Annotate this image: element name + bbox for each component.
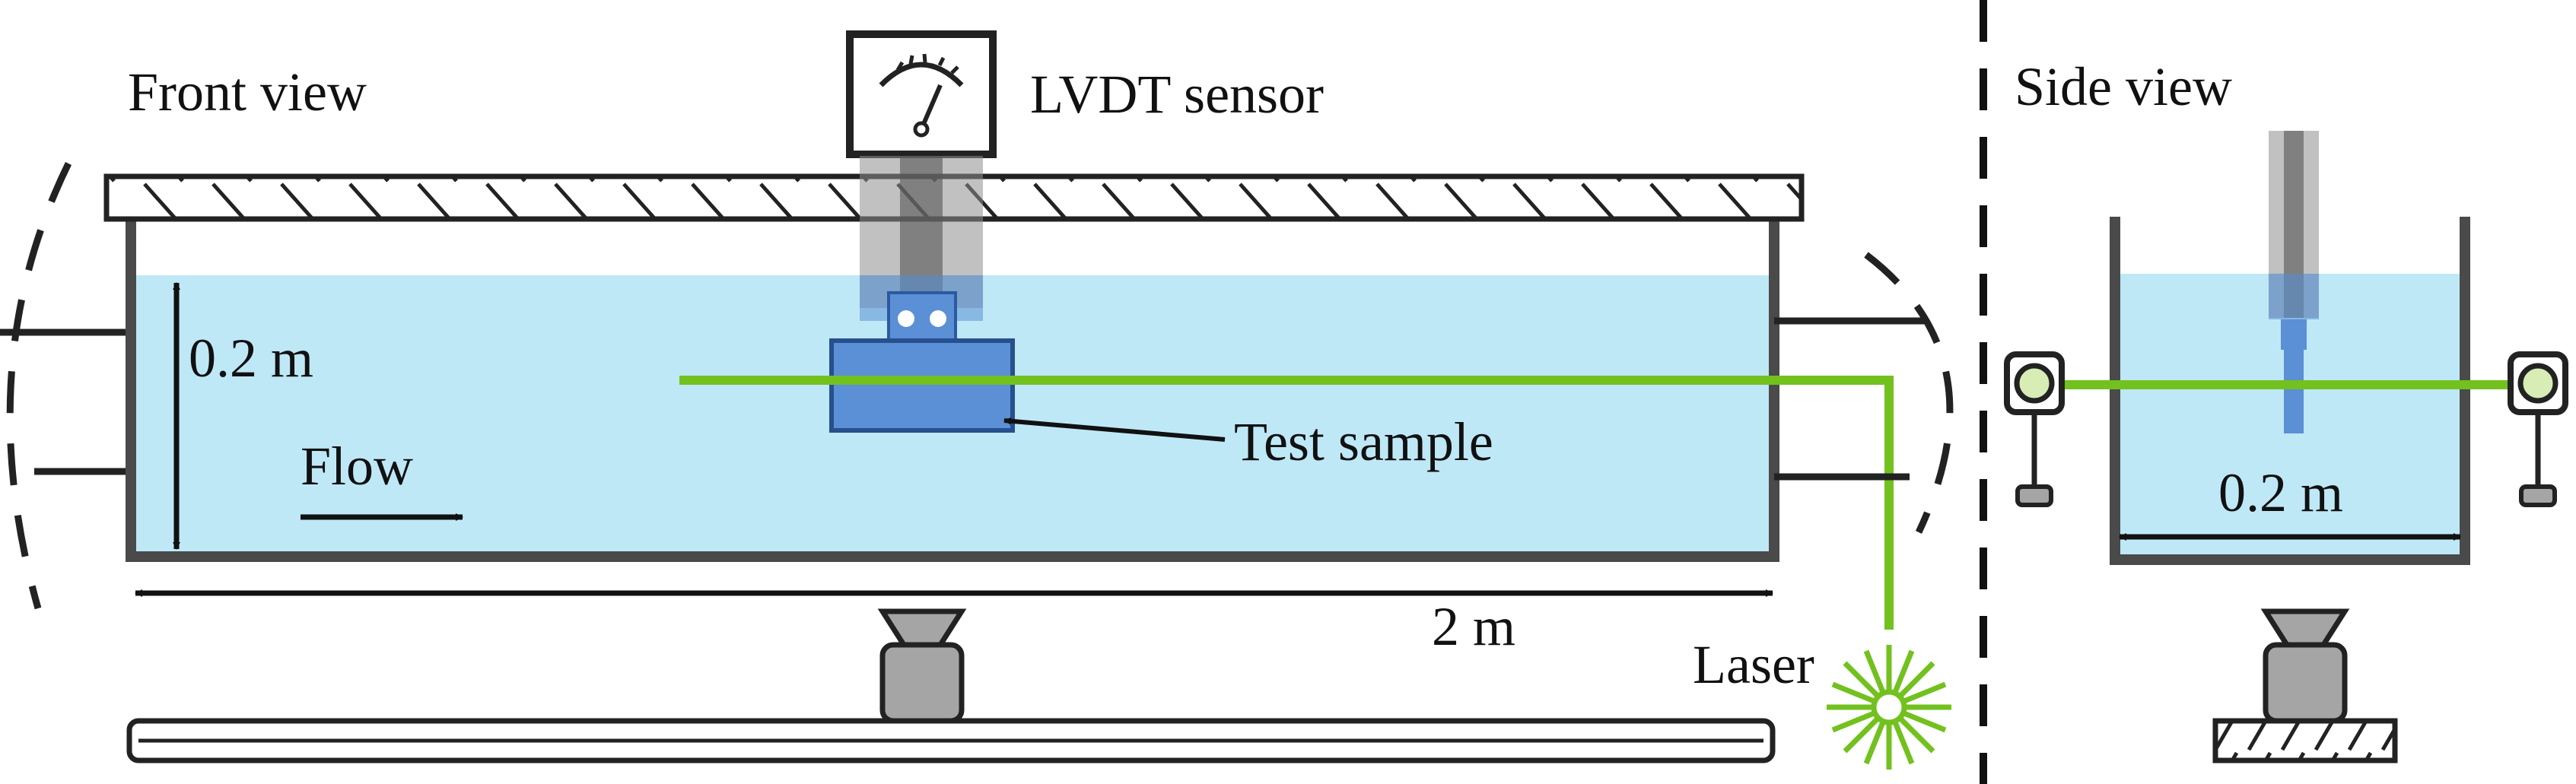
side-laser-emitter-left	[2004, 351, 2065, 507]
side-sample-holder	[2269, 274, 2319, 319]
test-sample-block	[829, 338, 1015, 433]
width-label: 0.2 m	[2218, 462, 2343, 523]
side-test-sample	[2284, 350, 2304, 433]
test-sample-label: Test sample	[1234, 411, 1493, 472]
test-sample-pointer	[1003, 417, 1226, 442]
flow-label: Flow	[301, 436, 413, 497]
front-view-label: Front view	[128, 62, 367, 122]
gauge-icon	[879, 53, 964, 138]
side-laser-emitter-right	[2508, 351, 2568, 507]
flume-tank	[126, 221, 1779, 562]
laser-label: Laser	[1693, 634, 1814, 695]
side-view-label: Side view	[2015, 56, 2232, 117]
right-dashed-arc	[1864, 252, 1954, 534]
left-dashed-arc	[6, 162, 72, 610]
laser-burst-icon	[1827, 645, 1951, 770]
side-sample-clamp	[2281, 319, 2307, 350]
clamp-bolt-left	[898, 310, 914, 327]
length-label: 2 m	[1432, 596, 1515, 657]
side-camera-icon	[2260, 608, 2350, 724]
camera-icon	[877, 608, 967, 724]
clamp-bolt-right	[930, 310, 946, 327]
side-camera-base	[2212, 718, 2398, 763]
laser-beam	[679, 376, 1894, 630]
depth-label: 0.2 m	[189, 328, 313, 389]
lvdt-sensor-label: LVDT sensor	[1030, 64, 1324, 125]
